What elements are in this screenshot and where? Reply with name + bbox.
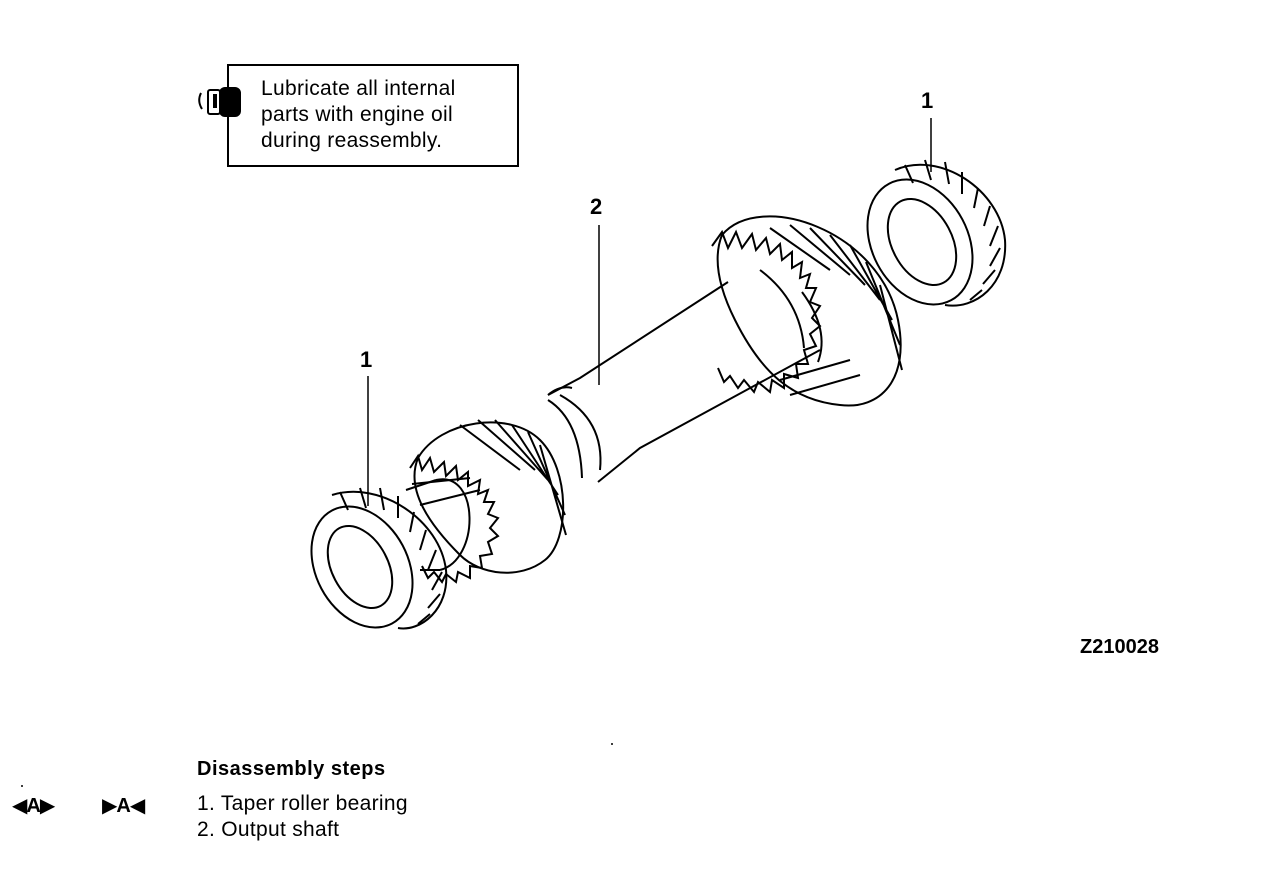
callout-bearing-left: 1 — [360, 347, 373, 372]
taper-roller-bearing-left — [310, 487, 448, 630]
shaft-hub — [405, 478, 471, 571]
scan-dot — [611, 743, 613, 745]
large-helical-gear — [711, 215, 903, 407]
figure-code: Z210028 — [1080, 636, 1159, 658]
disassembly-step: 1. Taper roller bearing — [197, 792, 408, 815]
disassembly-step: 2. Output shaft — [197, 818, 340, 841]
small-helical-gear — [409, 419, 567, 584]
installation-mark: ▶A◀ — [102, 795, 145, 817]
lubrication-note: Lubricate all internal parts with engine… — [261, 76, 519, 154]
oil-can-icon — [198, 87, 241, 117]
scan-dot — [21, 785, 23, 787]
callout-bearing-top: 1 — [921, 88, 934, 113]
note-line: during reassembly. — [261, 129, 443, 152]
note-line: Lubricate all internal — [261, 77, 456, 100]
taper-roller-bearing-top — [866, 159, 1007, 307]
output-shaft — [547, 269, 823, 483]
disassembly-heading: Disassembly steps — [197, 758, 386, 780]
removal-mark: ◀A▶ — [12, 795, 55, 817]
lubrication-note-box — [227, 64, 519, 167]
callout-shaft: 2 — [590, 194, 603, 219]
note-line: parts with engine oil — [261, 103, 453, 126]
